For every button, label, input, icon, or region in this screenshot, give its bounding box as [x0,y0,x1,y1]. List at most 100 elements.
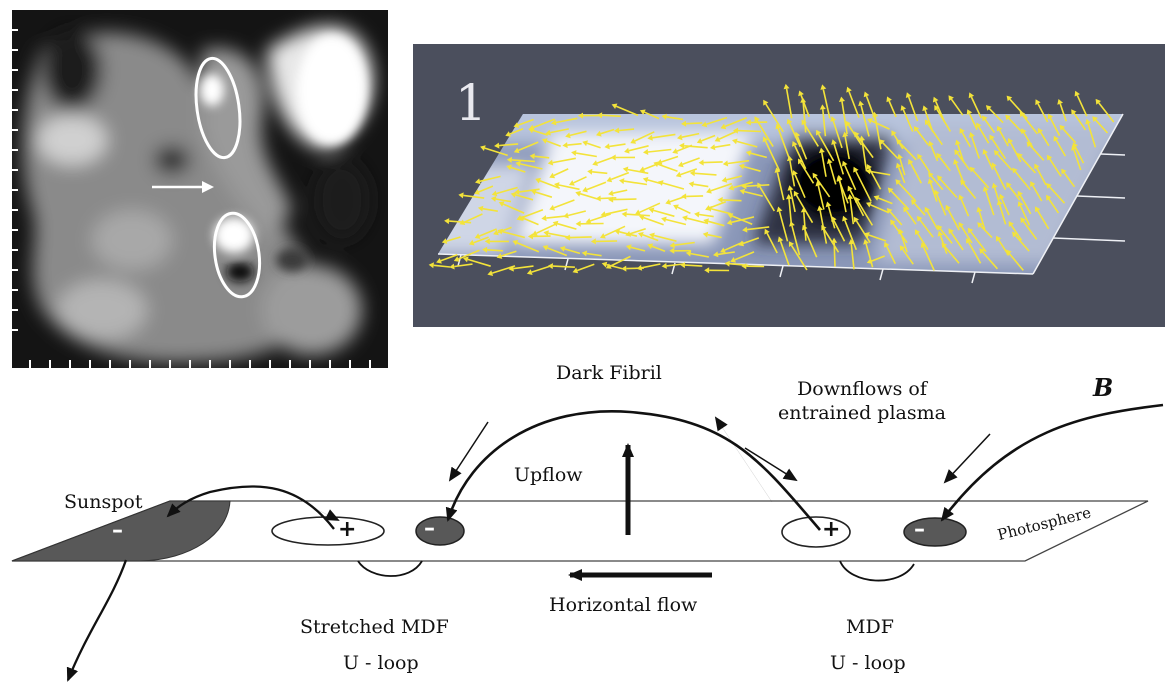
flow-vector-head [985,105,992,111]
flow-vector-head [449,263,455,270]
flow-vector [731,215,753,225]
flow-vector [939,178,958,199]
flow-vector [936,108,952,132]
flow-vector-head [552,220,559,227]
flow-vector [1014,234,1030,252]
magnetogram-image [12,10,388,368]
flow-vector-head [786,194,792,200]
flow-vector [848,91,860,118]
flow-vector [558,184,580,191]
flow-vector [602,114,621,118]
flow-vector-head [606,176,613,183]
flow-vector-head [916,215,923,222]
flow-vector [458,249,480,260]
flow-vector-head [831,237,838,243]
flow-vector-head [519,215,526,222]
downflow-arrow-right [943,433,991,484]
flow-vector [534,155,550,159]
flow-vector [899,158,906,176]
flow-vector [1022,220,1038,240]
flow-vector-head [792,170,798,176]
flow-vector [919,219,934,238]
flow-vector-head [677,134,683,141]
flow-vector [868,168,882,190]
flow-vector-head [842,160,848,167]
flow-vector-head [732,138,738,145]
flow-vector [520,163,543,170]
flow-vector-head [635,209,641,215]
flow-vector [1008,117,1023,134]
stretched-u-loop-curve [357,560,423,577]
flow-vector [661,155,679,163]
flow-vector-head [969,166,976,173]
flow-vector-head [727,213,734,219]
flow-vector [605,208,628,215]
flow-vector-head [639,109,646,115]
flow-vector-head [661,262,667,269]
flow-vector-head [679,142,685,149]
flow-vector-head [839,96,845,102]
flow-vector-head [999,193,1005,200]
flow-vector [922,246,935,271]
flow-vector [446,236,461,242]
flow-vector [971,136,980,159]
stretched-line-arrowhead [309,505,340,521]
flow-vector-head [815,180,822,187]
flow-vector-head [846,86,852,93]
flow-vector-head [845,120,852,127]
flow-vector [630,246,646,252]
flow-vector-head [1005,114,1011,121]
flow-vector-head [853,216,859,223]
flow-vector-head [991,182,998,189]
feature-ellipse-upper [194,56,242,160]
flow-vector [463,213,483,224]
flow-vector [652,133,676,139]
flow-vector-head [701,121,708,128]
flow-vector-head [696,138,703,144]
flow-vector-head [897,153,903,160]
flow-vector [1087,123,1097,148]
flow-vector-head [487,270,494,276]
flow-vector-head [830,116,837,122]
flow-vector-head [608,190,614,197]
flow-vector-head [706,206,713,212]
flow-vector-head [463,256,469,263]
flow-vector-head [895,162,902,169]
field-line-b [940,403,1164,522]
flow-vector-head [762,136,769,143]
flow-vector [569,236,592,239]
flow-vector-head [745,150,752,157]
flow-vector [734,251,755,261]
flow-vector [516,242,540,253]
mdf-positive-spot [781,516,851,548]
flow-vector-head [757,182,763,189]
flow-vector-head [682,215,688,222]
flow-vector-head [496,253,503,259]
magnetogram-features [200,35,367,282]
flow-vector-head [1008,221,1014,227]
flow-vector-head [979,248,985,254]
flow-vector-head [1047,113,1054,120]
flow-vector-head [565,132,571,139]
flow-vector [484,147,508,157]
flow-vector [802,102,807,133]
flow-vector [916,129,929,146]
flow-vector [724,117,747,128]
flow-vector-head [648,207,655,214]
flow-vector-head [959,128,965,134]
flow-vector [576,263,595,272]
flow-vector-head [724,260,730,267]
flow-vector [502,230,526,239]
flow-vector-head [661,216,667,223]
flow-vector [902,109,914,132]
stretched-u-loop-label: U - loop [343,652,419,674]
flow-vector-head [917,153,923,160]
flow-vector [552,265,575,268]
flow-vector-head [703,218,709,225]
flow-vector [1009,98,1028,120]
flow-vector-head [991,162,997,169]
flow-vector-head [597,112,603,119]
flow-vector [814,176,831,198]
flow-vector [822,89,831,119]
flow-vector [902,248,914,265]
